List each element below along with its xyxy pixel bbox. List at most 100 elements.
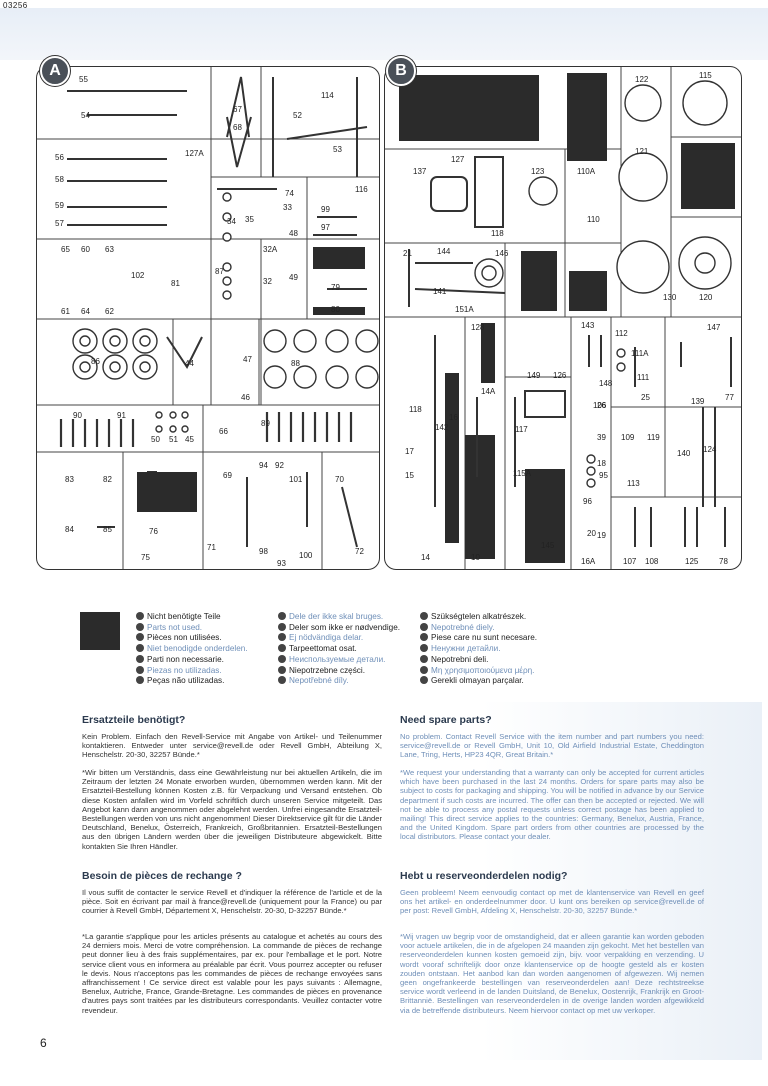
legend-text: Peças não utilizadas. xyxy=(147,676,225,686)
en-title: Need spare parts? xyxy=(400,714,492,726)
language-flag-icon xyxy=(278,633,286,642)
legend-text: Tarpeettomat osat. xyxy=(289,644,357,654)
legend-text: Nepotrebni deli. xyxy=(431,654,489,664)
sprue-b-part-number: 125 xyxy=(685,557,699,566)
sprue-a-part-number: 59 xyxy=(55,201,64,210)
sprue-b-part-number: 112 xyxy=(615,329,628,338)
sprue-b-badge: B xyxy=(386,56,416,86)
sprue-b-part-number: 21 xyxy=(403,249,412,258)
sprue-a-part-number: 32A xyxy=(263,245,278,254)
sprue-b-part-number: 151A xyxy=(455,305,474,314)
sprue-b-part-number: 78 xyxy=(719,557,728,566)
sprue-a-part-number: 101 xyxy=(289,475,303,484)
sprue-a-part-number: 102 xyxy=(131,271,145,280)
sprue-b-part-number: 111A xyxy=(631,349,649,358)
sprue-b-part-number: 14A xyxy=(481,387,496,396)
sprue-b-part-number: 115 xyxy=(699,71,712,80)
legend-text: Неиспользуемые детали. xyxy=(289,654,386,664)
de-notice: *Wir bitten um Verständnis, dass eine Ge… xyxy=(82,768,382,851)
sprue-a-part-number: 100 xyxy=(299,551,313,560)
en-intro: No problem. Contact Revell Service with … xyxy=(400,732,704,760)
language-flag-icon xyxy=(136,612,144,620)
legend-text: Gerekli olmayan parçalar. xyxy=(431,676,524,686)
sprue-a-part-number: 58 xyxy=(55,175,64,184)
legend-entry: Dele der ikke skal bruges. xyxy=(278,612,400,623)
sprue-a-part-number: 60 xyxy=(81,245,90,254)
fr-intro: Il vous suffit de contacter le service R… xyxy=(82,888,382,916)
legend-entry: Nepotrebni deli. xyxy=(420,654,537,666)
sprue-a-part-number: 70 xyxy=(335,475,344,484)
legend-text: Nepotrebné diely. xyxy=(431,622,495,632)
sprue-a-part-number: 66 xyxy=(219,427,228,436)
legend-text: Parts not used. xyxy=(147,622,203,632)
legend-text: Parti non necessarie. xyxy=(147,654,224,664)
sprue-a-part-number: 85 xyxy=(103,525,112,534)
sprue-b-part-number: 15 xyxy=(405,471,414,480)
legend-entry: Nicht benötigte Teile xyxy=(136,612,248,623)
sprue-b-part-number: 146 xyxy=(495,249,509,258)
de-title: Ersatzteile benötigt? xyxy=(82,714,186,726)
sprue-a-part-number: 76 xyxy=(149,527,158,536)
legend-text: Ненужни детайли. xyxy=(431,644,501,654)
legend-entry: Ненужни детайли. xyxy=(420,644,537,655)
sprue-a-part-number: 87 xyxy=(215,267,224,276)
language-flag-icon xyxy=(278,644,286,653)
legend-entry: Szükségtelen alkatrészek. xyxy=(420,612,537,623)
sprue-b-part-number: 130 xyxy=(663,293,677,302)
sprue-b-part-number: 111 xyxy=(637,373,650,382)
de-intro: Kein Problem. Einfach den Revell-Service… xyxy=(82,732,382,760)
sprue-a-part-number: 32 xyxy=(263,277,272,286)
language-flag-icon xyxy=(278,676,286,685)
language-flag-icon xyxy=(136,644,144,653)
sprue-a-part-number: 75 xyxy=(141,553,150,562)
sprue-a-part-number: 56 xyxy=(55,153,64,162)
sprue-a-part-number: 92 xyxy=(275,461,284,470)
sprue-a-part-number: 84 xyxy=(65,525,74,534)
legend-text: Szükségtelen alkatrészek. xyxy=(431,612,527,621)
sprue-a-part-number: 54 xyxy=(81,111,90,120)
sprue-a-part-number: 68 xyxy=(233,123,242,132)
legend-entry: Piese care nu sunt necesare. xyxy=(420,633,537,644)
sprue-b-part-number: 109 xyxy=(621,433,635,442)
sprue-b-part-number: 148 xyxy=(599,379,613,388)
sprue-a-part-number: 89 xyxy=(261,419,270,428)
sprue-a-part-number: 50 xyxy=(151,435,160,444)
legend-entry: Niet benodigde onderdelen. xyxy=(136,644,248,655)
sprue-b-part-number: 128 xyxy=(471,323,485,332)
language-flag-icon xyxy=(136,676,144,685)
legend-entry: Niepotrzebne części. xyxy=(278,665,400,677)
language-flag-icon xyxy=(420,665,428,674)
nl-notice: *Wij vragen uw begrip voor de omstandigh… xyxy=(400,932,704,1015)
sprue-b-part-number: 120 xyxy=(699,293,713,302)
header-band xyxy=(0,8,768,60)
sprue-a-part-number: 99 xyxy=(321,205,330,214)
sprue-a-part-number: 82 xyxy=(103,475,112,484)
sprue-b-part-number: 127 xyxy=(451,155,465,164)
sprue-a-part-number: 63 xyxy=(105,245,114,254)
sprue-b-part-number: 39 xyxy=(597,433,606,442)
sprue-b-part-number: 115A xyxy=(513,469,532,478)
sprue-a-part-number: 45 xyxy=(185,435,194,444)
sprue-a-part-number: 33 xyxy=(283,203,292,212)
legend-text: Niepotrzebne części. xyxy=(289,665,365,675)
sprue-a-part-number: 48 xyxy=(289,229,298,238)
sprue-a-part-number: 65 xyxy=(61,245,70,254)
sprue-b-part-number: 108 xyxy=(645,557,659,566)
sprue-b-part-number: 140 xyxy=(677,449,691,458)
en-notice: *We request your understanding that a wa… xyxy=(400,768,704,842)
sprue-a-grid xyxy=(37,67,379,569)
document-id: 03256 xyxy=(3,1,28,10)
sprue-a-part-number: 69 xyxy=(223,471,232,480)
sprue-a-part-number: 114 xyxy=(321,91,334,100)
sprue-b-part-number: 117 xyxy=(515,425,528,434)
sprue-b-part-number: 14 xyxy=(421,553,430,562)
sprue-b-part-number: 96 xyxy=(583,497,592,506)
legend-entry: Parti non necessarie. xyxy=(136,654,248,666)
legend-text: Nepotřebné díly. xyxy=(289,676,349,686)
sprue-b-part-number: 122 xyxy=(635,75,649,84)
sprue-a-part-number: 81 xyxy=(171,279,180,288)
sprue-a-part-number: 86 xyxy=(91,357,100,366)
sprue-a-part-number: 94 xyxy=(259,461,268,470)
